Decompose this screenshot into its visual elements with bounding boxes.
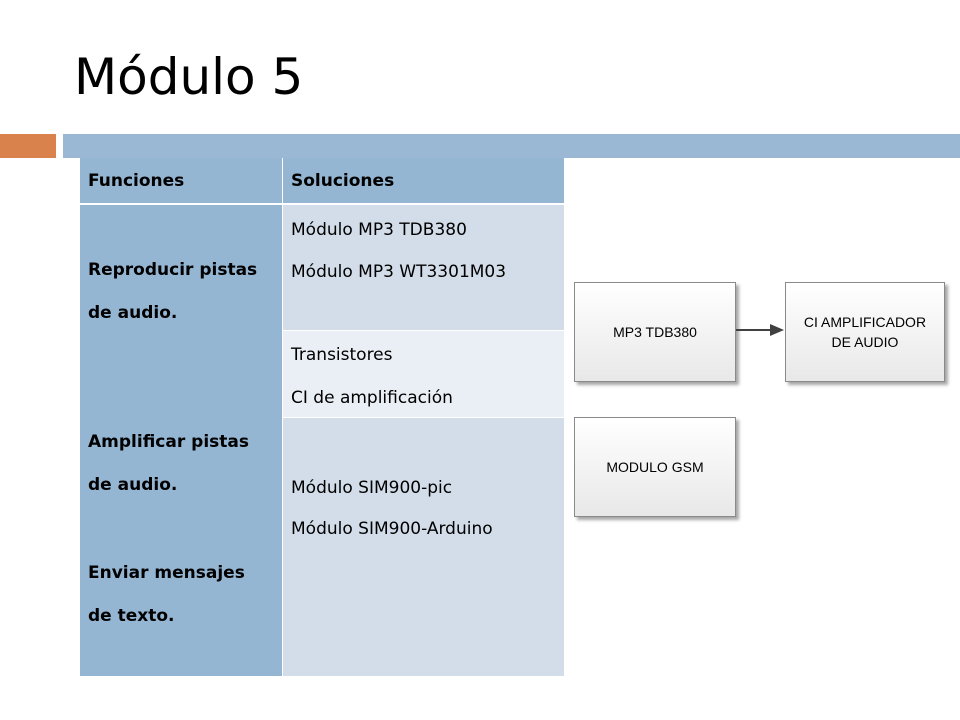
solucion-item: CI de amplificación [291,388,453,408]
gsm-module-label: MODULO GSM [606,459,704,475]
soluciones-row-1: Módulo MP3 TDB380 Módulo MP3 WT3301M03 [283,203,564,330]
accent-bar-orange [0,134,56,158]
slide-title: Módulo 5 [74,48,304,106]
funcion-item: Enviar mensajes de texto. [88,561,245,628]
header-funciones-cell: Funciones [80,158,283,203]
header-soluciones: Soluciones [291,171,395,191]
funcion-line: de texto. [88,606,175,626]
arrow-head [770,324,784,336]
funciones-column: Reproducir pistas de audio. Amplificar p… [80,203,283,676]
funcion-line: Amplificar pistas [88,432,249,452]
header-soluciones-cell: Soluciones [283,158,564,203]
solucion-item: Transistores [291,345,393,365]
functions-solutions-table: Funciones Soluciones Reproducir pistas d… [80,158,564,676]
amplifier-label-line: CI AMPLIFICADOR [803,314,927,330]
amplifier-label-line: DE AUDIO [831,334,899,350]
gsm-module-block: MODULO GSM [574,417,736,517]
funcion-line: de audio. [88,475,178,495]
mp3-module-label: MP3 TDB380 [613,324,697,340]
funcion-line: Enviar mensajes [88,563,245,583]
solucion-item: Módulo SIM900-pic [291,478,453,498]
funcion-line: Reproducir pistas [88,260,258,280]
solucion-item: Módulo SIM900-Arduino [291,519,493,539]
solucion-item: Módulo MP3 WT3301M03 [291,262,507,282]
funcion-item: Reproducir pistas de audio. [88,258,257,325]
funcion-line: de audio. [88,303,178,323]
connector-arrow [736,324,784,336]
soluciones-row-2: Transistores CI de amplificación [283,330,564,417]
amplifier-block: CI AMPLIFICADOR DE AUDIO [785,282,945,382]
accent-bar-blue [63,134,960,158]
mp3-module-block: MP3 TDB380 [574,282,736,382]
soluciones-row-3: Módulo SIM900-pic Módulo SIM900-Arduino [283,417,564,676]
funcion-item: Amplificar pistas de audio. [88,430,249,497]
amplifier-label: CI AMPLIFICADOR DE AUDIO [804,312,926,352]
solucion-item: Módulo MP3 TDB380 [291,220,467,240]
header-funciones: Funciones [88,171,185,191]
